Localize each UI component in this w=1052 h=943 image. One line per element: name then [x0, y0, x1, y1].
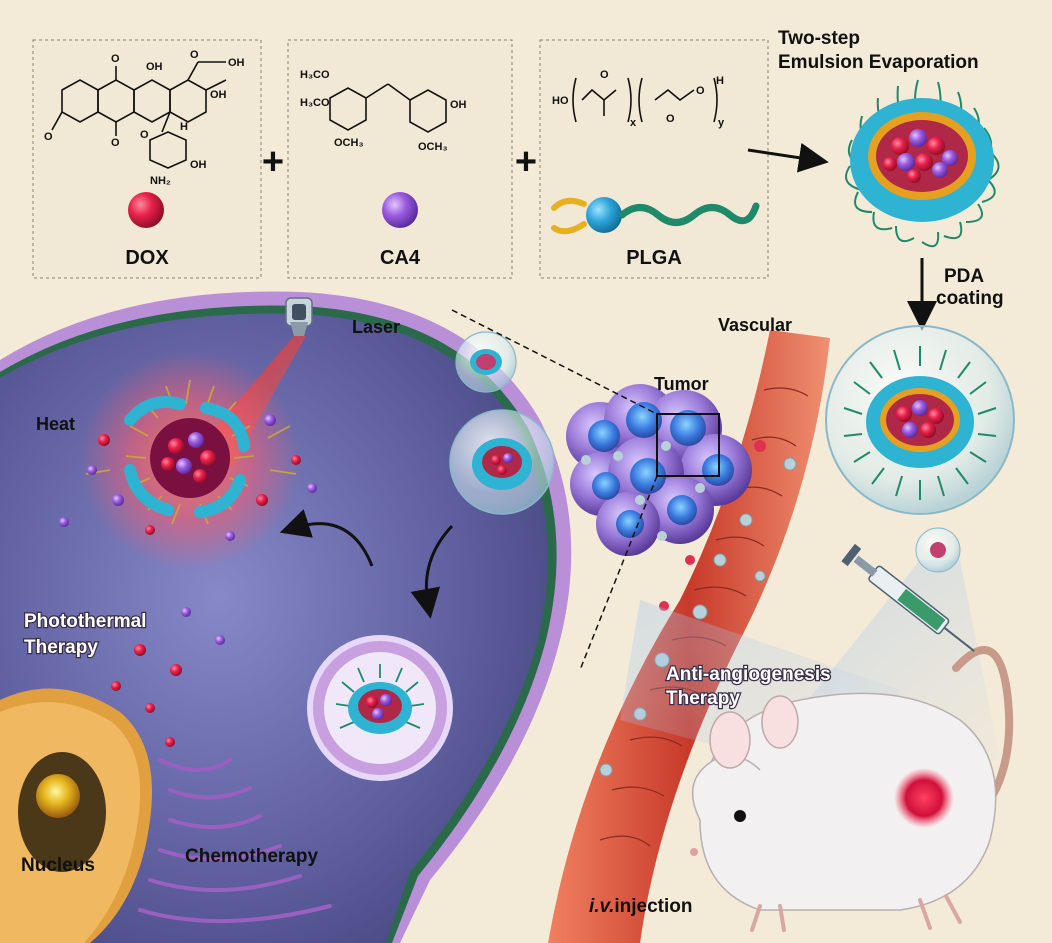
ca4-atom: OCH₃ [334, 137, 364, 149]
photothermal-label-line2: Therapy [24, 637, 98, 658]
ca4-sphere [382, 192, 418, 228]
dox-label: DOX [125, 247, 169, 269]
laser-icon [285, 297, 313, 336]
mouse-icon [690, 646, 1014, 932]
dox-atom: OH [228, 57, 245, 69]
vascular-label: Vascular [718, 315, 792, 335]
floating-nanoparticle [455, 331, 517, 393]
endosome [307, 635, 453, 781]
pda-coated-nanoparticle [825, 325, 1015, 515]
dox-box: O OH O OH OH O O H O OH NH₂ DOX [32, 39, 262, 279]
ca4-box: H₃CO H₃CO OCH₃ OH OCH₃ CA4 [287, 39, 513, 279]
plga-atom: H [716, 75, 724, 87]
plga-tail-yellow [551, 221, 587, 235]
plga-tail-green [618, 202, 760, 226]
photothermal-label-line1: Photothermal [24, 611, 146, 632]
ca4-label: CA4 [380, 247, 421, 269]
process-step2-line1: PDA [944, 266, 984, 287]
zoom-line [579, 475, 658, 671]
plga-atom: O [696, 85, 705, 97]
dox-atom: NH₂ [150, 175, 171, 187]
process-step1-line2: Emulsion Evaporation [778, 52, 979, 73]
dox-atom: OH [190, 159, 207, 171]
dox-atom: OH [210, 89, 227, 101]
plga-atom: O [600, 69, 609, 81]
arrow-icon [279, 509, 374, 567]
chemotherapy-label: Chemotherapy [185, 846, 318, 867]
plga-box: HO O O O H x y PLGA [539, 39, 769, 279]
dox-atom: O [44, 131, 53, 143]
arrow-icon [747, 142, 829, 173]
laser-label: Laser [352, 317, 400, 337]
plga-subscript: y [718, 117, 725, 129]
ca4-atom: OH [450, 99, 467, 111]
plga-label: PLGA [626, 247, 682, 269]
ca4-atom: H₃CO [300, 69, 330, 81]
dox-atom: O [111, 53, 120, 65]
plus-sign: + [262, 141, 284, 183]
plga-subscript: x [630, 117, 637, 129]
plga-head [586, 197, 622, 233]
zoom-box [656, 413, 720, 477]
dox-atom: O [190, 49, 199, 61]
injection-word: injection [614, 896, 692, 917]
process-step2-line2: coating [936, 288, 1004, 309]
ca4-atom: OCH₃ [418, 141, 448, 153]
zoom-line [451, 309, 658, 415]
plga-atom: O [666, 113, 675, 125]
tumor [566, 384, 752, 556]
process-step1-line1: Two-step [778, 28, 860, 49]
injection-label: i.v.injection [589, 896, 692, 917]
small-nanoparticle [915, 527, 961, 573]
anti-angiogenesis-label-line2: Therapy [666, 688, 740, 709]
anti-angiogenesis-label-line1: Anti-angiogenesis [666, 664, 831, 685]
vessel-nanoparticles [599, 440, 797, 777]
plus-sign: + [515, 141, 537, 183]
heat-label: Heat [36, 414, 75, 434]
ca4-atom: H₃CO [300, 97, 330, 109]
syringe-icon [841, 543, 975, 652]
tumor-label: Tumor [654, 374, 709, 394]
dox-sphere [128, 192, 164, 228]
drug-spheres [883, 129, 958, 183]
plga-structure [572, 77, 718, 123]
dox-atom: H [180, 121, 188, 133]
nucleus-label: Nucleus [21, 855, 95, 876]
dox-atom: O [111, 137, 120, 149]
injection-route: i.v. [589, 896, 614, 917]
plga-nanoparticle [845, 79, 1000, 248]
membrane-nanoparticle [449, 409, 555, 515]
disrupted-nanoparticle [85, 379, 301, 541]
dox-structure [51, 61, 227, 169]
ca4-structure [329, 83, 447, 133]
arrow-icon [410, 524, 454, 619]
plga-atom: HO [552, 95, 569, 107]
nucleus [0, 688, 332, 943]
nucleolus [36, 774, 80, 818]
dox-atom: OH [146, 61, 163, 73]
dox-atom: O [140, 129, 149, 141]
tumor-site [894, 768, 954, 828]
plga-tail-yellow [551, 197, 587, 211]
